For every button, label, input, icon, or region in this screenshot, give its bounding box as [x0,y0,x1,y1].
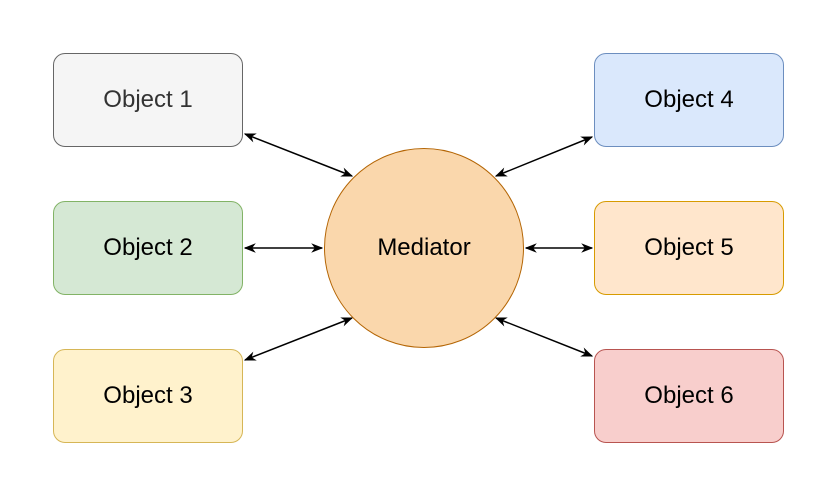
object-4-label: Object 4 [644,86,734,113]
connector-object-4 [494,136,594,177]
object-4-node: Object 4 [594,53,784,147]
connector-object-3 [243,317,354,361]
connector-object-1 [243,133,354,177]
object-2-node: Object 2 [53,201,243,295]
object-3-node: Object 3 [53,349,243,443]
mediator-label: Mediator [377,234,471,261]
object-1-node: Object 1 [53,53,243,147]
connector-object-6 [494,317,594,357]
object-6-node: Object 6 [594,349,784,443]
object-3-label: Object 3 [103,382,193,409]
mediator-node: Mediator [324,148,524,348]
object-1-label: Object 1 [103,86,193,113]
object-5-label: Object 5 [644,234,734,261]
object-6-label: Object 6 [644,382,734,409]
object-5-node: Object 5 [594,201,784,295]
object-2-label: Object 2 [103,234,193,261]
